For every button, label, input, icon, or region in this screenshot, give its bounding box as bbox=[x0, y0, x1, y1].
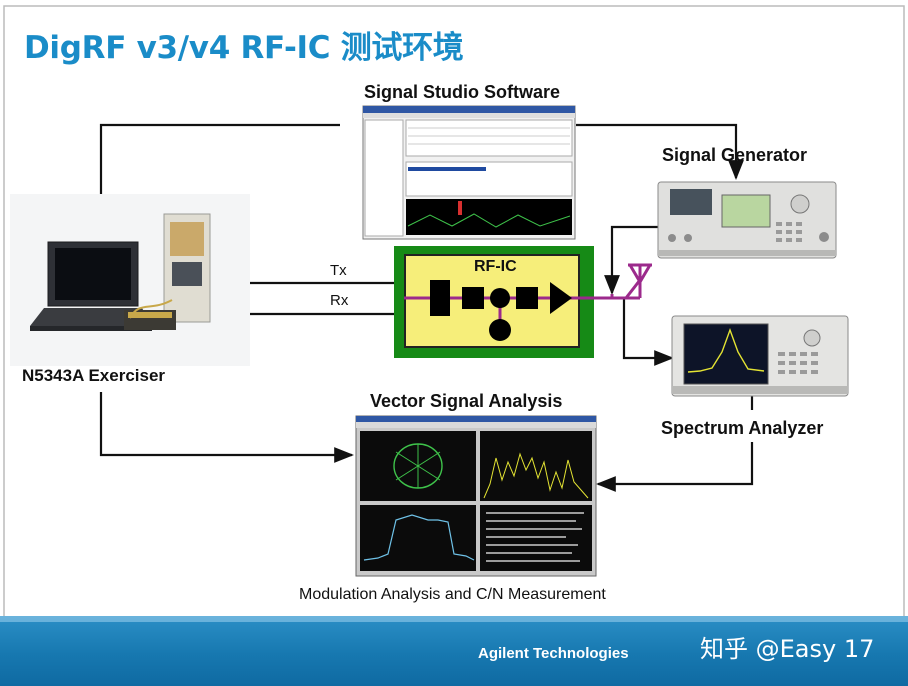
signal-studio-screenshot bbox=[362, 105, 576, 240]
footer-bar bbox=[0, 616, 908, 686]
footer-highlight bbox=[0, 616, 908, 622]
rfic-to-analyzer-line bbox=[622, 299, 674, 366]
exerciser-label: N5343A Exerciser bbox=[22, 366, 166, 385]
agilent-logo-text: Agilent Technologies bbox=[478, 645, 629, 662]
signal-generator-label: Signal Generator bbox=[662, 145, 808, 165]
exerciser-device bbox=[10, 194, 250, 366]
vsa-label: Vector Signal Analysis bbox=[370, 391, 563, 411]
signal-generator-device bbox=[657, 181, 837, 259]
rfic-label: RF-IC bbox=[474, 258, 517, 275]
antenna-icon bbox=[628, 263, 652, 296]
rx-label: Rx bbox=[330, 292, 349, 309]
rfic-oscillator-circle bbox=[489, 319, 511, 341]
rfic-component-3 bbox=[516, 287, 538, 309]
rfic-components bbox=[430, 280, 572, 341]
tx-label: Tx bbox=[330, 262, 347, 279]
analyzer-to-vsa-line bbox=[596, 442, 754, 492]
spectrum-analyzer-label: Spectrum Analyzer bbox=[661, 418, 824, 438]
rfic-component-2 bbox=[462, 287, 484, 309]
vsa-screenshot bbox=[355, 415, 597, 577]
exerciser-to-vsa-line bbox=[99, 392, 354, 463]
rfic-component-1 bbox=[430, 280, 450, 316]
slide-title: DigRF v3/v4 RF-IC 测试环境 bbox=[24, 30, 464, 66]
generator-to-rfic-line bbox=[604, 225, 660, 295]
rfic-mixer-circle bbox=[490, 288, 510, 308]
vsa-caption: Modulation Analysis and C/N Measurement bbox=[299, 586, 606, 603]
rfic-amplifier-triangle bbox=[550, 282, 572, 314]
watermark-text: 知乎 @Easy 17 bbox=[700, 635, 875, 663]
signal-studio-label: Signal Studio Software bbox=[364, 82, 561, 102]
spectrum-analyzer-device bbox=[671, 315, 849, 397]
software-to-generator-line bbox=[576, 123, 744, 180]
